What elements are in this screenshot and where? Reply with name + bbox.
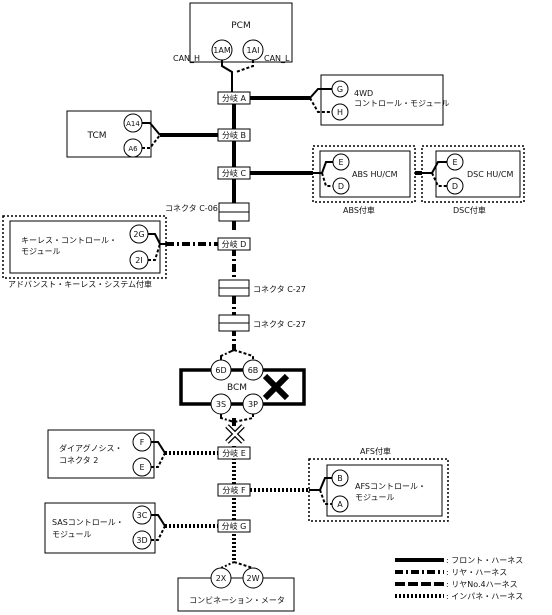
diag-title: ダイアグノシス・ [59,443,122,453]
fourwd-module: G H 4WD コントロール・モジュール [320,74,449,126]
connector-c27-label: コネクタ C-27 [253,285,306,294]
legend-rear-no4-label: : リヤNo.4ハーネス [446,580,518,589]
branch-a-label: 分岐 A [222,93,247,103]
dsc-option-label: DSC付車 [453,205,486,215]
abs-title: ABS HU/CM [352,170,398,179]
fourwd-pin-label: H [337,108,343,117]
sas-pin-label: 3C [137,511,148,520]
afs-pin-label: B [337,474,343,483]
legend-front-label: : フロント・ハーネス [446,556,523,565]
branch-f-label: 分岐 F [222,485,246,495]
afs-pin-label: A [337,500,343,509]
connector-c27-upper: コネクタ C-27 [218,279,306,297]
bcm-pin-label: 6B [248,366,259,375]
diag-pin-label: E [139,463,144,472]
can-l-label: CAN_L [264,54,290,63]
branch-c-label: 分岐 C [222,168,247,178]
sas-title: SASコントロール・ [52,518,124,527]
abs-pin-label: E [338,158,343,167]
afs-title: モジュール [355,493,394,502]
pcm-title: PCM [231,21,250,31]
fourwd-title: 4WD [354,89,373,98]
diag-module: ダイアグノシス・ コネクタ 2 F E [47,429,155,479]
legend: : フロント・ハーネス : リヤ・ハーネス : リヤNo.4ハーネス : インパ… [395,556,523,601]
dsc-pin-label: E [452,158,457,167]
branch-e-label: 分岐 E [222,448,246,458]
keyless-option-group: キーレス・コントロール・ モジュール 2G 2I アドバンスト・キーレス・システ… [2,215,167,289]
tcm-pin-label: A6 [128,145,138,153]
meter-pin-label: 2W [247,574,260,583]
bcm-fault-x-icon [262,373,290,401]
keyless-title: モジュール [21,247,60,256]
dsc-title: DSC HU/CM [467,170,514,179]
keyless-pin-label: 2G [133,230,144,239]
sas-pin-label: 3D [136,536,147,545]
bcm-title: BCM [227,383,247,393]
diag-pin-label: F [140,438,145,447]
bcm-module: 6D 6B 3S 3P BCM [179,359,306,415]
fourwd-pin-label: G [337,85,343,94]
branch-f: 分岐 F [217,483,251,497]
branch-a: 分岐 A [217,91,251,105]
keyless-title: キーレス・コントロール・ [21,236,117,245]
tcm-pin-label: A14 [126,120,140,128]
connector-c27-lower: コネクタ C-27 [218,314,306,332]
meter-title: コンビネーション・メータ [189,596,285,605]
bcm-pin-label: 6D [215,366,226,375]
abs-pin-label: D [338,182,344,191]
keyless-option-label: アドバンスト・キーレス・システム付車 [8,279,152,289]
disconnect-x-icon [225,424,245,444]
sas-title: モジュール [52,530,91,539]
branch-c: 分岐 C [217,166,251,180]
pcm-pin-label: 1AI [247,46,260,55]
can-h-label: CAN_H [173,54,200,63]
connector-c06-label: コネクタ C-06 [165,204,218,213]
meter-pin-label: 2X [216,574,227,583]
bcm-pin-label: 3P [248,400,258,409]
legend-rear-label: : リヤ・ハーネス [446,568,507,577]
afs-option-group: AFS付車 B A AFSコントロール・ モジュール [308,446,449,522]
branch-g: 分岐 G [217,519,251,533]
branch-b: 分岐 B [217,128,251,142]
diag-title: コネクタ 2 [59,456,98,465]
pcm-module: PCM 1AM 1AI CAN_H CAN_L [173,2,293,63]
tcm-module: TCM A14 A6 [66,110,152,158]
bcm-pin-label: 3S [216,400,226,409]
abs-option-label: ABS付車 [343,205,375,215]
fourwd-title: コントロール・モジュール [354,99,449,108]
pcm-pin-label: 1AM [213,46,231,55]
branch-e: 分岐 E [217,446,251,460]
dsc-option-group: E D DSC HU/CM DSC付車 [421,145,525,215]
branch-d-label: 分岐 D [222,239,247,249]
meter-module: 2X 2W コンビネーション・メータ [177,567,295,612]
legend-instrument-label: : インパネ・ハーネス [446,592,523,601]
connector-c27-label: コネクタ C-27 [253,320,306,329]
dsc-pin-label: D [452,182,458,191]
branch-b-label: 分岐 B [222,130,246,140]
afs-title: AFSコントロール・ [355,482,426,491]
connector-c06: コネクタ C-06 [165,202,250,222]
tcm-title: TCM [86,131,106,141]
sas-module: SASコントロール・ モジュール 3C 3D [44,502,156,554]
branch-d: 分岐 D [217,237,251,251]
keyless-pin-label: 2I [135,256,142,265]
branch-g-label: 分岐 G [222,521,247,531]
abs-option-group: E D ABS HU/CM ABS付車 [312,145,416,215]
afs-option-label: AFS付車 [360,446,391,456]
